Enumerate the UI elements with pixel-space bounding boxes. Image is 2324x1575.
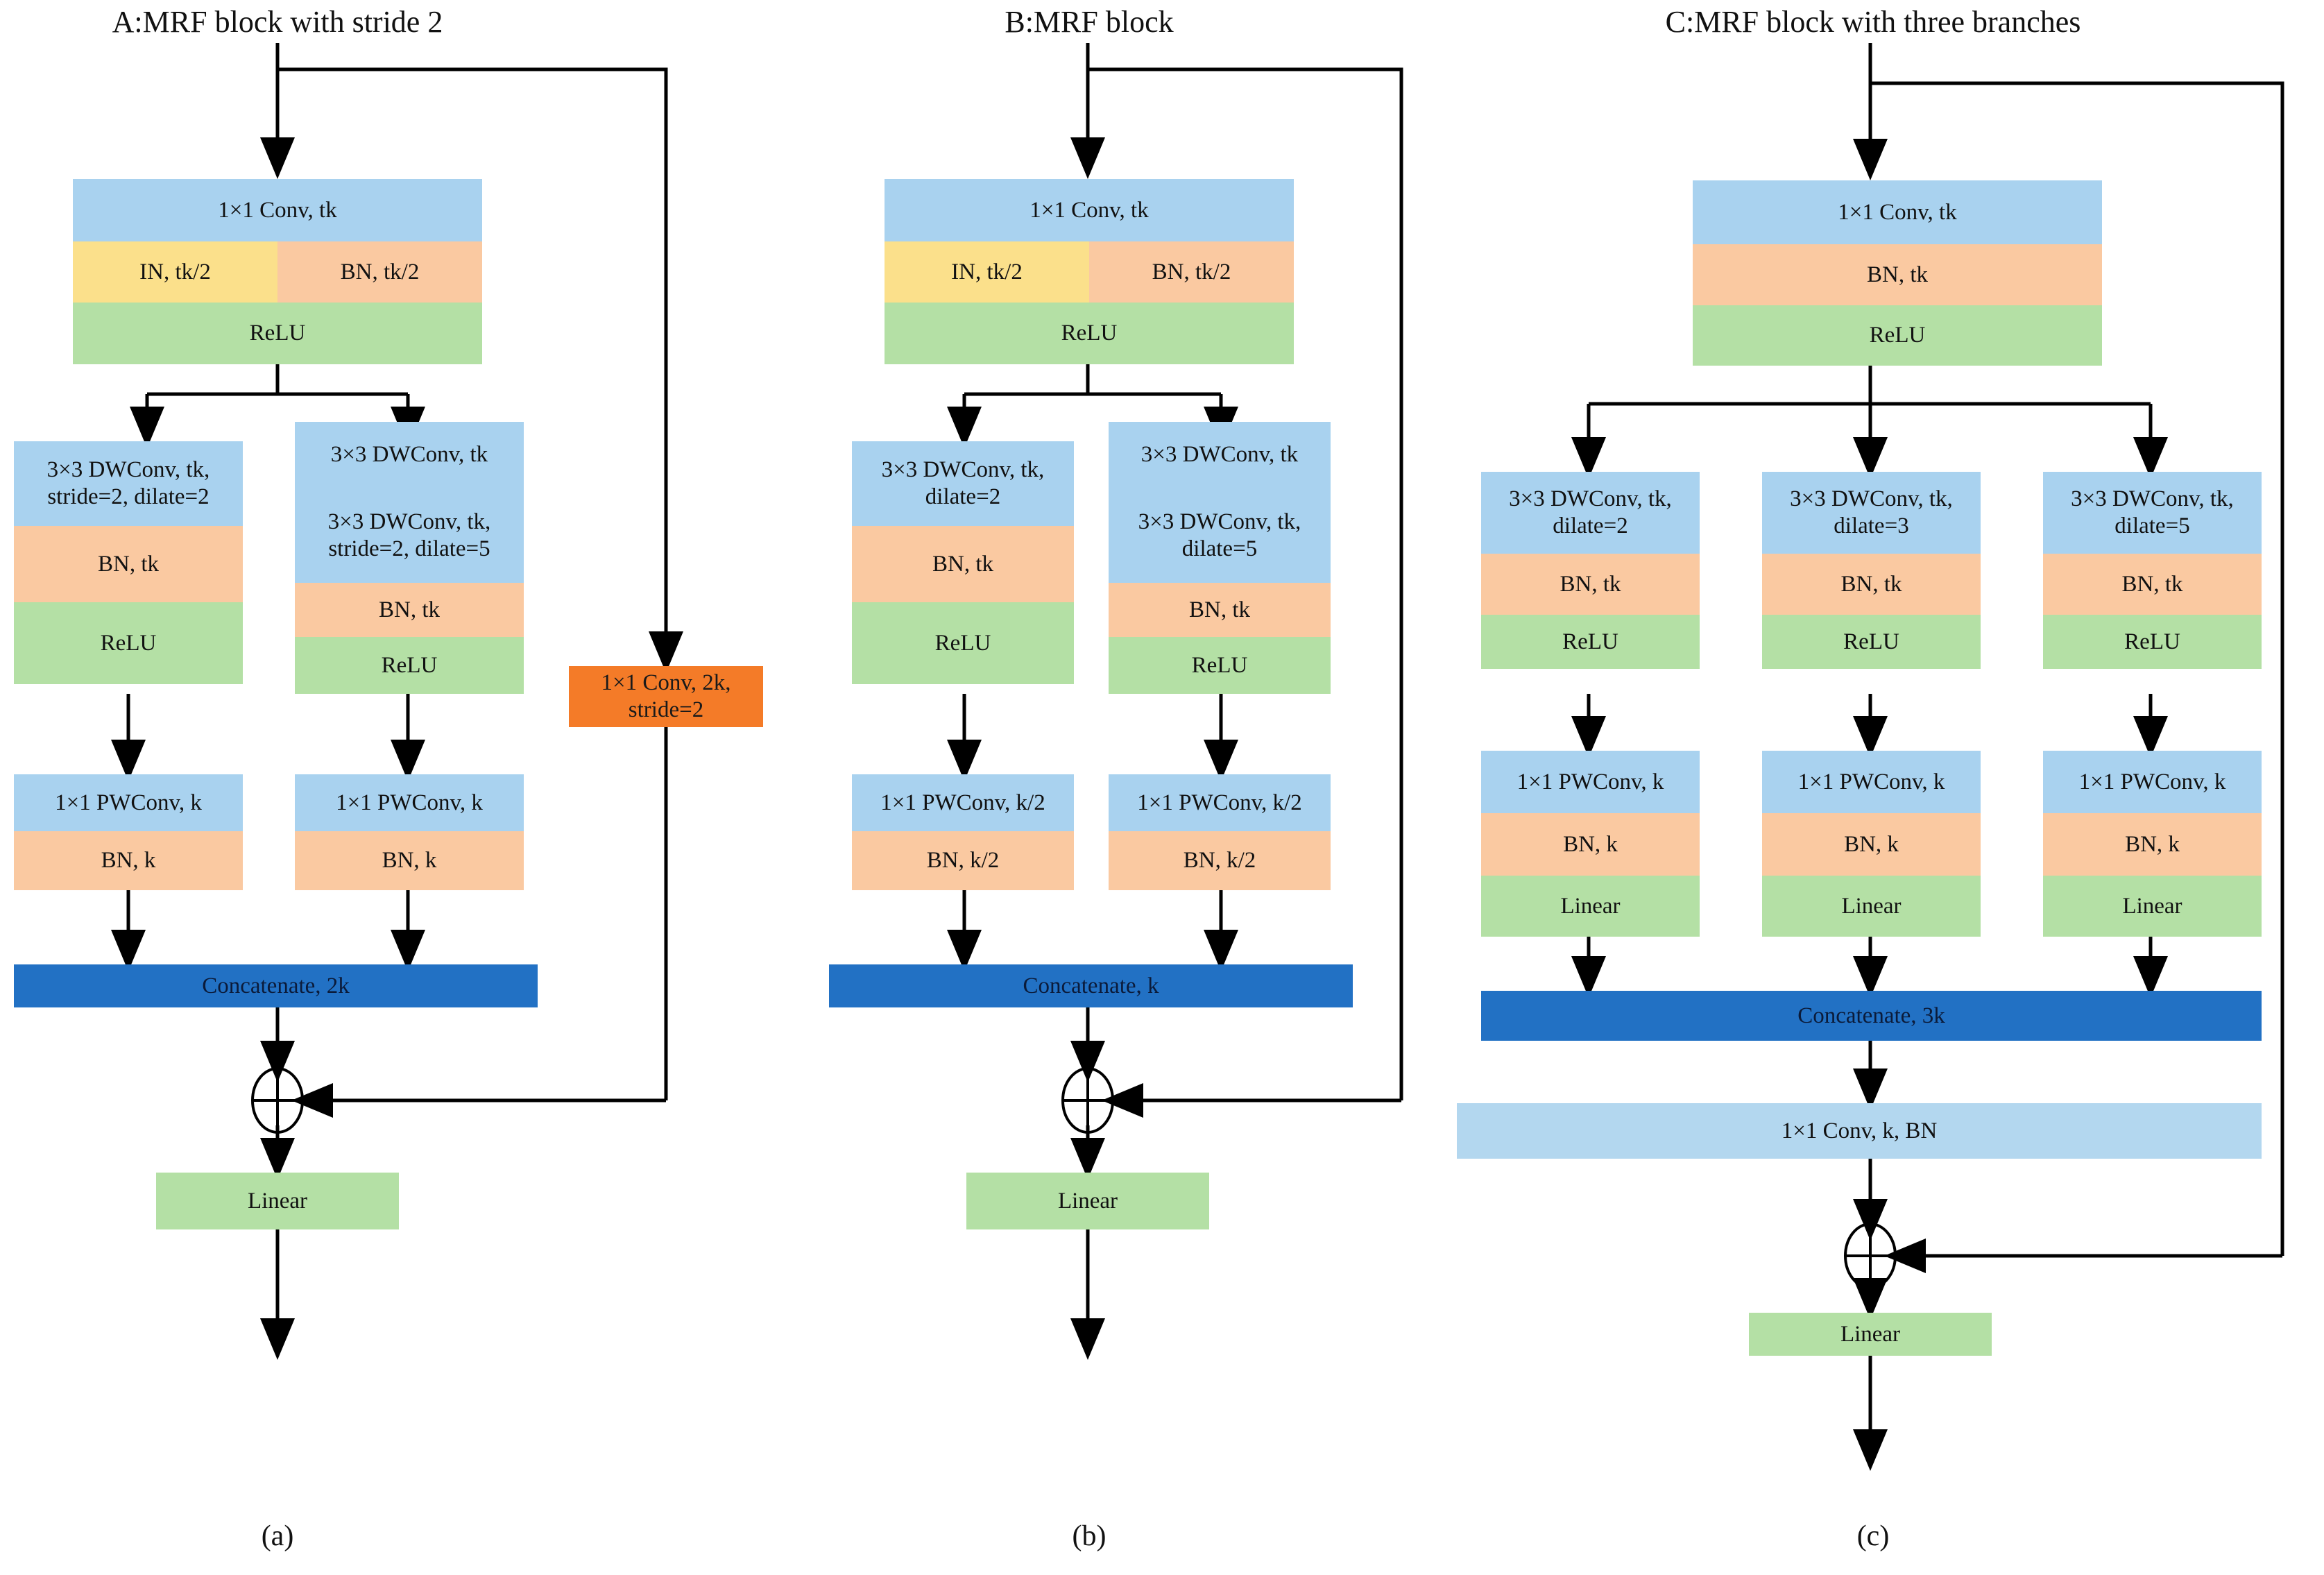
b-branch2-pw-block: 1×1 PWConv, k/2 BN, k/2: [1109, 774, 1331, 890]
a-shortcut-conv-block: 1×1 Conv, 2k, stride=2: [569, 666, 763, 727]
b-branch1-block: 3×3 DWConv, tk, dilate=2 BN, tk ReLU: [852, 441, 1074, 684]
a-branch1-pwconv: 1×1 PWConv, k: [14, 774, 243, 831]
c-branch2-pw-bn: BN, k: [1762, 813, 1981, 876]
c-branch2-pw-linear: Linear: [1762, 876, 1981, 937]
c-concat-block: Concatenate, 3k: [1481, 991, 2262, 1041]
c-branch2-block: 3×3 DWConv, tk, dilate=3 BN, tk ReLU: [1762, 472, 1981, 669]
c-branch3-dwconv: 3×3 DWConv, tk, dilate=5: [2043, 472, 2262, 554]
add-node-a: [251, 1067, 304, 1134]
b-stem-relu: ReLU: [885, 303, 1294, 364]
add-node-b: [1061, 1067, 1114, 1134]
b-branch2-block: 3×3 DWConv, tk 3×3 DWConv, tk, dilate=5 …: [1109, 422, 1331, 694]
c-branch3-pw-linear: Linear: [2043, 876, 2262, 937]
b-concat-block: Concatenate, k: [829, 964, 1353, 1007]
c-branch1-dwconv: 3×3 DWConv, tk, dilate=2: [1481, 472, 1700, 554]
a-branch1-relu: ReLU: [14, 602, 243, 684]
c-branch3-pwconv: 1×1 PWConv, k: [2043, 751, 2262, 813]
c-branch1-block: 3×3 DWConv, tk, dilate=2 BN, tk ReLU: [1481, 472, 1700, 669]
a-branch2-bn: BN, tk: [295, 583, 524, 637]
panel-title-a: A:MRF block with stride 2: [112, 5, 443, 39]
a-stem-block: 1×1 Conv, tk IN, tk/2 BN, tk/2 ReLU: [73, 179, 482, 364]
b-stem-instance-norm: IN, tk/2: [885, 241, 1089, 303]
a-stem-conv: 1×1 Conv, tk: [73, 179, 482, 241]
a-branch2-block: 3×3 DWConv, tk 3×3 DWConv, tk, stride=2,…: [295, 422, 524, 694]
b-branch2-relu: ReLU: [1109, 637, 1331, 694]
c-branch1-relu: ReLU: [1481, 615, 1700, 669]
b-stem-batch-norm: BN, tk/2: [1089, 241, 1294, 303]
b-branch1-pw-block: 1×1 PWConv, k/2 BN, k/2: [852, 774, 1074, 890]
a-branch1-block: 3×3 DWConv, tk, stride=2, dilate=2 BN, t…: [14, 441, 243, 684]
b-branch2-dwconv-bottom: 3×3 DWConv, tk, dilate=5: [1109, 488, 1331, 583]
a-branch1-pw-block: 1×1 PWConv, k BN, k: [14, 774, 243, 890]
c-concatenate: Concatenate, 3k: [1481, 991, 2262, 1041]
c-branch1-bn: BN, tk: [1481, 554, 1700, 615]
c-branch2-pw-block: 1×1 PWConv, k BN, k Linear: [1762, 751, 1981, 937]
b-branch2-bn: BN, tk: [1109, 583, 1331, 637]
a-branch2-relu: ReLU: [295, 637, 524, 694]
b-branch2-pwconv: 1×1 PWConv, k/2: [1109, 774, 1331, 831]
b-branch2-dwconv-top: 3×3 DWConv, tk: [1109, 422, 1331, 488]
a-stem-relu: ReLU: [73, 303, 482, 364]
b-branch1-dwconv: 3×3 DWConv, tk, dilate=2: [852, 441, 1074, 526]
c-branch2-pwconv: 1×1 PWConv, k: [1762, 751, 1981, 813]
c-post-conv-block: 1×1 Conv, k, BN: [1457, 1103, 2262, 1159]
caption-a: (a): [261, 1520, 294, 1552]
a-branch2-pw-bn: BN, k: [295, 831, 524, 890]
c-branch1-pw-block: 1×1 PWConv, k BN, k Linear: [1481, 751, 1700, 937]
b-output-linear: Linear: [966, 1173, 1209, 1229]
c-branch2-dwconv: 3×3 DWConv, tk, dilate=3: [1762, 472, 1981, 554]
b-concatenate: Concatenate, k: [829, 964, 1353, 1007]
b-branch2-pw-bn: BN, k/2: [1109, 831, 1331, 890]
a-branch2-dwconv-bottom: 3×3 DWConv, tk, stride=2, dilate=5: [295, 488, 524, 583]
c-branch1-pw-linear: Linear: [1481, 876, 1700, 937]
b-output-block: Linear: [966, 1173, 1209, 1229]
b-stem-norm-row: IN, tk/2 BN, tk/2: [885, 241, 1294, 303]
a-branch2-pwconv: 1×1 PWConv, k: [295, 774, 524, 831]
b-branch1-relu: ReLU: [852, 602, 1074, 684]
c-branch2-relu: ReLU: [1762, 615, 1981, 669]
b-branch1-pwconv: 1×1 PWConv, k/2: [852, 774, 1074, 831]
caption-b: (b): [1072, 1520, 1107, 1552]
a-output-block: Linear: [156, 1173, 399, 1229]
c-branch3-pw-block: 1×1 PWConv, k BN, k Linear: [2043, 751, 2262, 937]
c-post-conv: 1×1 Conv, k, BN: [1457, 1103, 2262, 1159]
a-stem-instance-norm: IN, tk/2: [73, 241, 277, 303]
b-stem-block: 1×1 Conv, tk IN, tk/2 BN, tk/2 ReLU: [885, 179, 1294, 364]
c-output-linear: Linear: [1749, 1313, 1992, 1356]
c-branch3-block: 3×3 DWConv, tk, dilate=5 BN, tk ReLU: [2043, 472, 2262, 669]
c-branch3-bn: BN, tk: [2043, 554, 2262, 615]
a-branch1-bn: BN, tk: [14, 526, 243, 602]
c-branch2-bn: BN, tk: [1762, 554, 1981, 615]
add-node-c: [1844, 1223, 1897, 1289]
a-branch1-pw-bn: BN, k: [14, 831, 243, 890]
caption-c: (c): [1856, 1520, 1890, 1552]
a-shortcut-conv: 1×1 Conv, 2k, stride=2: [569, 666, 763, 727]
c-branch1-pwconv: 1×1 PWConv, k: [1481, 751, 1700, 813]
a-concatenate: Concatenate, 2k: [14, 964, 538, 1007]
a-branch2-pw-block: 1×1 PWConv, k BN, k: [295, 774, 524, 890]
a-stem-batch-norm: BN, tk/2: [277, 241, 482, 303]
b-branch1-pw-bn: BN, k/2: [852, 831, 1074, 890]
a-branch2-dwconv-top: 3×3 DWConv, tk: [295, 422, 524, 488]
a-concat-block: Concatenate, 2k: [14, 964, 538, 1007]
c-branch1-pw-bn: BN, k: [1481, 813, 1700, 876]
a-branch1-dwconv: 3×3 DWConv, tk, stride=2, dilate=2: [14, 441, 243, 526]
panel-title-c: C:MRF block with three branches: [1665, 5, 2081, 39]
c-stem-conv: 1×1 Conv, tk: [1693, 180, 2102, 244]
b-stem-conv: 1×1 Conv, tk: [885, 179, 1294, 241]
panel-title-b: B:MRF block: [1005, 5, 1174, 39]
c-stem-block: 1×1 Conv, tk BN, tk ReLU: [1693, 180, 2102, 366]
a-stem-norm-row: IN, tk/2 BN, tk/2: [73, 241, 482, 303]
c-branch3-relu: ReLU: [2043, 615, 2262, 669]
c-branch3-pw-bn: BN, k: [2043, 813, 2262, 876]
b-branch1-bn: BN, tk: [852, 526, 1074, 602]
c-output-block: Linear: [1749, 1313, 1992, 1356]
c-stem-relu: ReLU: [1693, 305, 2102, 366]
c-stem-bn: BN, tk: [1693, 244, 2102, 305]
a-output-linear: Linear: [156, 1173, 399, 1229]
